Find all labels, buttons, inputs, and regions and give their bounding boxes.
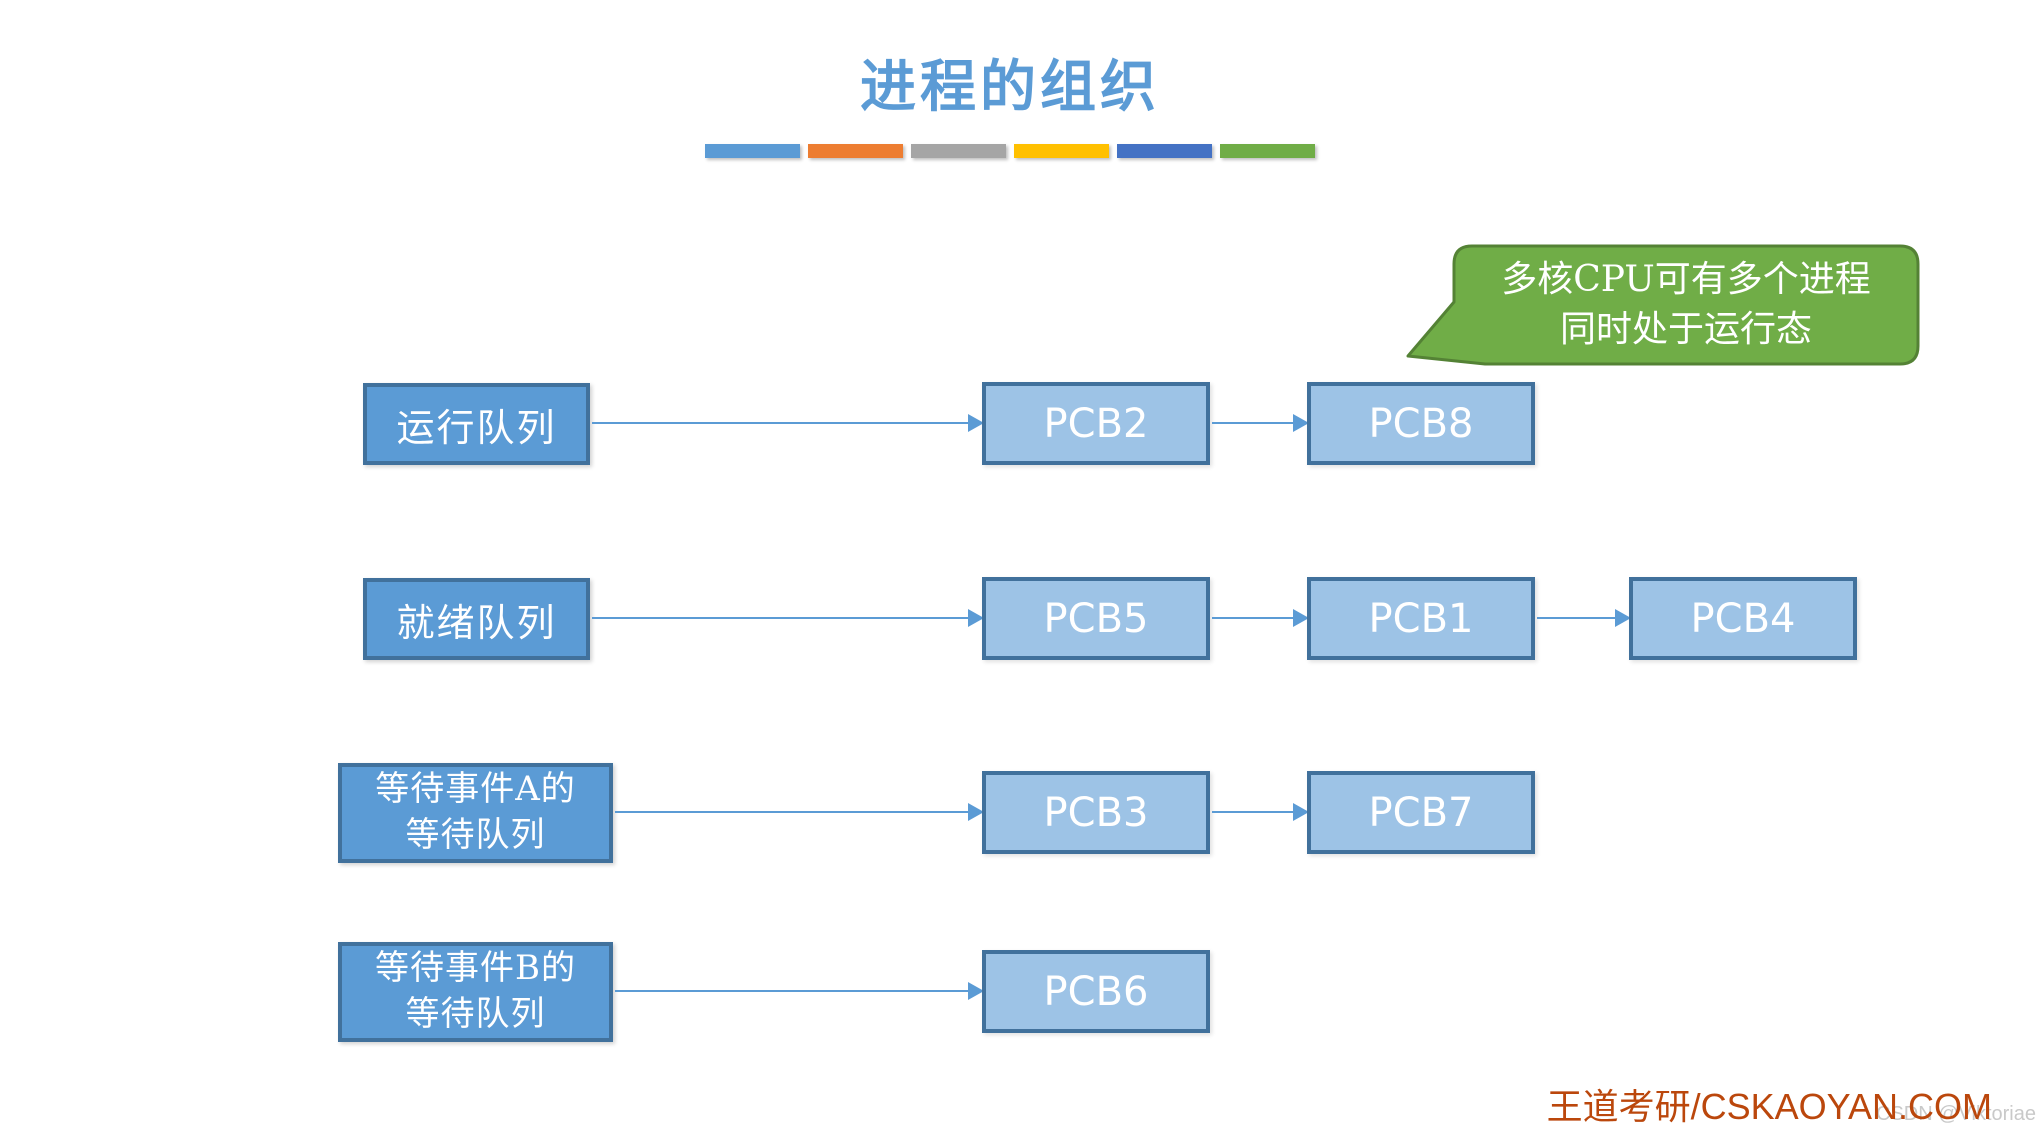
queue-label-text-line1: 等待事件B的 [375, 948, 576, 989]
pcb-box: PCB4 [1629, 577, 1857, 660]
accent-bar-gold [1014, 144, 1109, 158]
queue-label-ready: 就绪队列 [363, 578, 590, 660]
pcb-box: PCB3 [982, 771, 1210, 854]
queue-label-text: 就绪队列 [396, 600, 557, 645]
queue-label-text-line2: 等待队列 [405, 994, 546, 1034]
accent-bar-row [705, 144, 1325, 158]
callout-tail [1406, 244, 1920, 366]
pcb-box: PCB6 [982, 950, 1210, 1033]
queue-label-wait-event-a: 等待事件A的 等待队列 [338, 763, 613, 863]
accent-bar-blue [705, 144, 800, 158]
arrow-waitA-to-pcb3 [615, 803, 984, 821]
arrow-running-to-pcb2 [592, 414, 984, 432]
callout-bubble [1406, 244, 1920, 366]
queue-label-text-line2: 等待队列 [405, 815, 546, 855]
pcb-box: PCB2 [982, 382, 1210, 465]
pcb-box: PCB1 [1307, 577, 1535, 660]
pcb-box: PCB8 [1307, 382, 1535, 465]
callout-note: 多核CPU可有多个进程 同时处于运行态 [1454, 246, 1918, 364]
arrow-pcb2-to-pcb8 [1212, 414, 1309, 432]
callout-line-1: 多核CPU可有多个进程 [1501, 258, 1871, 300]
queue-label-text-line1: 等待事件A的 [375, 769, 576, 810]
queue-label-wait-event-b: 等待事件B的 等待队列 [338, 942, 613, 1042]
accent-bar-navy [1117, 144, 1212, 158]
arrow-pcb5-to-pcb1 [1212, 609, 1309, 627]
callout-line-2: 同时处于运行态 [1559, 309, 1812, 350]
pcb-box: PCB7 [1307, 771, 1535, 854]
arrow-pcb3-to-pcb7 [1212, 803, 1309, 821]
accent-bar-gray [911, 144, 1006, 158]
queue-label-running: 运行队列 [363, 383, 590, 465]
page-title: 进程的组织 [860, 54, 1160, 120]
arrow-pcb1-to-pcb4 [1537, 609, 1631, 627]
arrow-waitB-to-pcb6 [615, 982, 984, 1000]
brand-footer: 王道考研/CSKAOYAN.COM [1546, 1086, 1992, 1127]
queue-label-text: 运行队列 [396, 405, 557, 450]
accent-bar-green [1220, 144, 1315, 158]
watermark: CSDN @Viktoriae [1876, 1103, 2036, 1125]
arrow-ready-to-pcb5 [592, 609, 984, 627]
pcb-box: PCB5 [982, 577, 1210, 660]
accent-bar-orange [808, 144, 903, 158]
